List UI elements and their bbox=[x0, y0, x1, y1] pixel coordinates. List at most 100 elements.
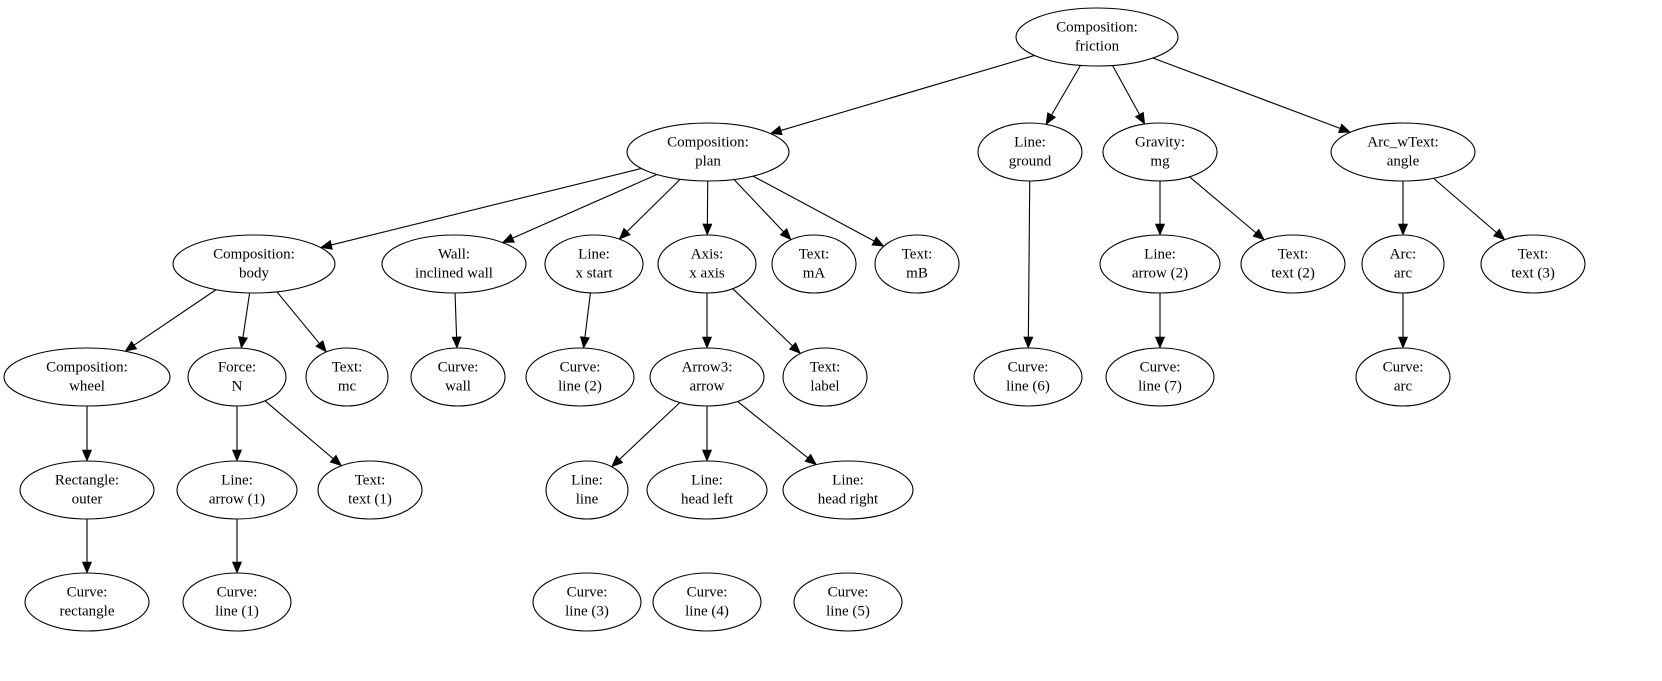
node-name-label: line (1) bbox=[215, 603, 259, 619]
graph-node-friction[interactable]: Composition:friction bbox=[1015, 7, 1179, 67]
node-name-label: line (6) bbox=[1006, 378, 1050, 394]
node-ellipse[interactable] bbox=[1015, 7, 1179, 67]
graph-node-N[interactable]: Force:N bbox=[187, 347, 287, 407]
graph-node-text2[interactable]: Text:text (2) bbox=[1240, 234, 1346, 294]
graph-node-headleft[interactable]: Line:head left bbox=[646, 460, 768, 520]
graph-node-mc[interactable]: Text:mc bbox=[305, 347, 389, 407]
node-ellipse[interactable] bbox=[1480, 234, 1586, 294]
graph-node-outer[interactable]: Rectangle:outer bbox=[19, 460, 155, 520]
node-ellipse[interactable] bbox=[525, 347, 635, 407]
node-ellipse[interactable] bbox=[305, 347, 389, 407]
node-ellipse[interactable] bbox=[24, 572, 150, 632]
arrow-head-icon bbox=[611, 455, 624, 468]
node-ellipse[interactable] bbox=[532, 572, 642, 632]
graph-node-plan[interactable]: Composition:plan bbox=[626, 122, 790, 182]
node-ellipse[interactable] bbox=[793, 572, 903, 632]
node-ellipse[interactable] bbox=[187, 347, 287, 407]
arrow-head-icon bbox=[329, 454, 343, 467]
node-type-label: Wall: bbox=[438, 246, 470, 262]
node-ellipse[interactable] bbox=[317, 460, 423, 520]
graph-node-headright[interactable]: Line:head right bbox=[782, 460, 914, 520]
graph-node-text3[interactable]: Text:text (3) bbox=[1480, 234, 1586, 294]
node-ellipse[interactable] bbox=[172, 234, 336, 294]
graph-node-line5[interactable]: Curve:line (5) bbox=[793, 572, 903, 632]
node-type-label: Line: bbox=[1144, 246, 1176, 262]
graph-node-arcleaf[interactable]: Curve:arc bbox=[1355, 347, 1451, 407]
node-name-label: text (3) bbox=[1511, 265, 1555, 281]
graph-node-inclinedwall[interactable]: Wall:inclined wall bbox=[381, 234, 527, 294]
node-ellipse[interactable] bbox=[544, 234, 644, 294]
graph-node-rectangle[interactable]: Curve:rectangle bbox=[24, 572, 150, 632]
graph-node-line3[interactable]: Curve:line (3) bbox=[532, 572, 642, 632]
node-type-label: Line: bbox=[832, 472, 864, 488]
graph-node-label[interactable]: Text:label bbox=[782, 347, 868, 407]
graph-node-lineline[interactable]: Line:line bbox=[545, 460, 629, 520]
node-ellipse[interactable] bbox=[1361, 234, 1445, 294]
graph-node-arc[interactable]: Arc:arc bbox=[1361, 234, 1445, 294]
node-ellipse[interactable] bbox=[649, 347, 765, 407]
node-ellipse[interactable] bbox=[782, 460, 914, 520]
graph-node-line7[interactable]: Curve:line (7) bbox=[1105, 347, 1215, 407]
node-ellipse[interactable] bbox=[1355, 347, 1451, 407]
node-ellipse[interactable] bbox=[1099, 234, 1221, 294]
node-ellipse[interactable] bbox=[782, 347, 868, 407]
graph-node-body[interactable]: Composition:body bbox=[172, 234, 336, 294]
arrow-head-icon bbox=[231, 449, 243, 462]
node-ellipse[interactable] bbox=[176, 460, 298, 520]
node-name-label: outer bbox=[72, 491, 103, 507]
graph-node-line1[interactable]: Curve:line (1) bbox=[182, 572, 292, 632]
graph-node-xaxis[interactable]: Axis:x axis bbox=[657, 234, 757, 294]
node-ellipse[interactable] bbox=[657, 234, 757, 294]
node-name-label: mg bbox=[1150, 153, 1170, 169]
node-name-label: mB bbox=[906, 265, 928, 281]
graph-edge bbox=[331, 167, 642, 246]
node-ellipse[interactable] bbox=[19, 460, 155, 520]
arrow-head-icon bbox=[1397, 223, 1409, 236]
graph-node-line2[interactable]: Curve:line (2) bbox=[525, 347, 635, 407]
graph-node-angle[interactable]: Arc_wText:angle bbox=[1330, 122, 1476, 182]
node-ellipse[interactable] bbox=[652, 572, 762, 632]
graph-node-wheel[interactable]: Composition:wheel bbox=[3, 347, 171, 407]
node-ellipse[interactable] bbox=[3, 347, 171, 407]
arrow-head-icon bbox=[1154, 223, 1166, 236]
graph-node-mB[interactable]: Text:mB bbox=[874, 234, 960, 294]
node-ellipse[interactable] bbox=[381, 234, 527, 294]
node-ellipse[interactable] bbox=[182, 572, 292, 632]
node-name-label: mc bbox=[338, 378, 357, 394]
graph-node-ground[interactable]: Line:ground bbox=[977, 122, 1083, 182]
node-ellipse[interactable] bbox=[1105, 347, 1215, 407]
node-ellipse[interactable] bbox=[646, 460, 768, 520]
node-ellipse[interactable] bbox=[1102, 122, 1218, 182]
graph-node-arrow3[interactable]: Arrow3:arrow bbox=[649, 347, 765, 407]
arrow-head-icon bbox=[81, 561, 93, 574]
arrow-head-icon bbox=[451, 336, 462, 349]
node-ellipse[interactable] bbox=[626, 122, 790, 182]
node-ellipse[interactable] bbox=[874, 234, 960, 294]
arrow-head-icon bbox=[501, 233, 515, 243]
node-ellipse[interactable] bbox=[977, 122, 1083, 182]
graph-node-xstart[interactable]: Line:x start bbox=[544, 234, 644, 294]
graph-node-line4[interactable]: Curve:line (4) bbox=[652, 572, 762, 632]
node-type-label: Curve: bbox=[1383, 359, 1424, 375]
node-ellipse[interactable] bbox=[973, 347, 1083, 407]
graph-node-mg[interactable]: Gravity:mg bbox=[1102, 122, 1218, 182]
graph-edge bbox=[619, 402, 681, 460]
node-type-label: Text: bbox=[1278, 246, 1309, 262]
node-type-label: Curve: bbox=[560, 359, 601, 375]
node-name-label: mA bbox=[803, 265, 826, 281]
node-ellipse[interactable] bbox=[410, 347, 506, 407]
graph-node-line6[interactable]: Curve:line (6) bbox=[973, 347, 1083, 407]
graph-node-text1[interactable]: Text:text (1) bbox=[317, 460, 423, 520]
graph-node-wall[interactable]: Curve:wall bbox=[410, 347, 506, 407]
node-name-label: x axis bbox=[689, 265, 725, 281]
node-ellipse[interactable] bbox=[545, 460, 629, 520]
node-name-label: arrow (1) bbox=[209, 491, 265, 507]
graph-edge bbox=[1027, 180, 1031, 338]
graph-node-arrow2[interactable]: Line:arrow (2) bbox=[1099, 234, 1221, 294]
node-ellipse[interactable] bbox=[1330, 122, 1476, 182]
node-ellipse[interactable] bbox=[771, 234, 857, 294]
node-ellipse[interactable] bbox=[1240, 234, 1346, 294]
graph-edge bbox=[454, 292, 458, 338]
graph-node-arrow1[interactable]: Line:arrow (1) bbox=[176, 460, 298, 520]
graph-node-mA[interactable]: Text:mA bbox=[771, 234, 857, 294]
